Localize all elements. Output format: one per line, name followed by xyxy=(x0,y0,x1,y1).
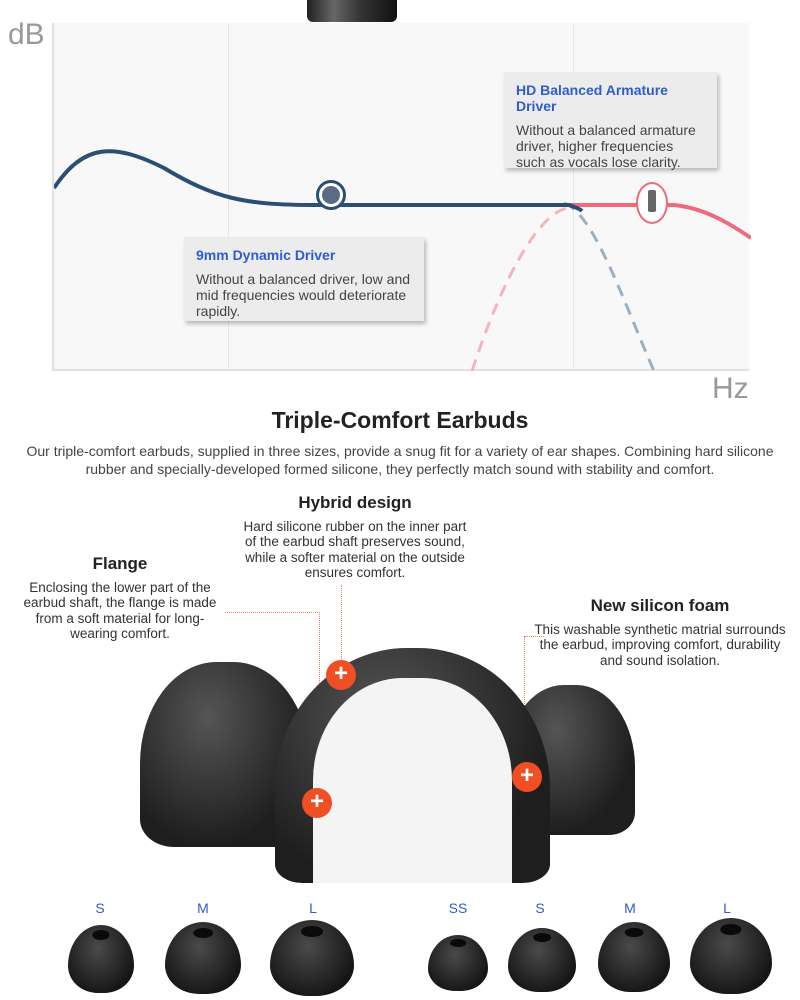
earbud-foam-s-image xyxy=(68,925,134,993)
section-title: Triple-Comfort Earbuds xyxy=(271,407,529,433)
feature-text: This washable synthetic matrial surround… xyxy=(534,621,786,668)
size-label-foam: S xyxy=(95,900,105,916)
feature-flange: Flange Enclosing the lower part of the e… xyxy=(20,554,220,642)
feature-text: Hard silicone rubber on the inner part o… xyxy=(243,518,467,581)
tooltip-title: 9mm Dynamic Driver xyxy=(196,247,336,263)
size-label-silicone: S xyxy=(535,900,545,916)
earbud-silicone-m-image xyxy=(598,922,670,992)
response-curves xyxy=(54,149,751,371)
hybrid-leader-line xyxy=(341,585,342,665)
earbud-foam-m-image xyxy=(165,922,241,994)
foam-leader-line xyxy=(524,636,544,637)
y-axis-label: dB xyxy=(8,18,45,51)
flange-leader-line xyxy=(225,612,320,613)
earbud-silicone-ss-image xyxy=(428,935,488,991)
armature-driver-tooltip: HD Balanced Armature Driver Without a ba… xyxy=(504,72,717,170)
section-intro: Our triple-comfort earbuds, supplied in … xyxy=(26,443,774,477)
armature-dashed-curve xyxy=(470,206,575,371)
tooltip-text: Without a balanced armature driver, high… xyxy=(516,122,696,170)
armature-curve xyxy=(534,203,751,240)
tooltip-text: Without a balanced driver, low and mid f… xyxy=(196,271,411,319)
foam-leader-line xyxy=(524,636,525,766)
size-label-foam: M xyxy=(197,900,209,916)
feature-title: Flange xyxy=(92,554,148,573)
feature-hybrid: Hybrid design Hard silicone rubber on th… xyxy=(240,493,470,581)
size-label-silicone: SS xyxy=(448,900,468,916)
earbud-silicone-s-image xyxy=(508,928,576,992)
dynamic-curve xyxy=(54,149,584,213)
earbud-foam-l-image xyxy=(270,920,354,996)
size-label-silicone: L xyxy=(723,900,731,916)
gridline xyxy=(573,23,574,369)
tooltip-title: HD Balanced Armature Driver xyxy=(516,82,668,114)
feature-title: Hybrid design xyxy=(298,493,412,512)
earphone-plug-image xyxy=(307,0,397,22)
plus-icon[interactable]: + xyxy=(326,660,356,690)
feature-title: New silicon foam xyxy=(590,596,730,615)
dynamic-driver-tooltip: 9mm Dynamic Driver Without a balanced dr… xyxy=(184,237,424,321)
earbud-cross-section-image xyxy=(275,648,550,883)
dynamic-dashed-curve xyxy=(563,201,656,371)
earbud-silicone-l-image xyxy=(690,918,772,994)
feature-foam: New silicon foam This washable synthetic… xyxy=(530,596,790,668)
plus-icon[interactable]: + xyxy=(512,762,542,792)
plus-icon[interactable]: + xyxy=(302,788,332,818)
size-label-silicone: M xyxy=(624,900,636,916)
size-label-foam: L xyxy=(309,900,317,916)
armature-driver-icon xyxy=(636,182,668,224)
x-axis-label: Hz xyxy=(712,372,749,405)
dynamic-driver-icon xyxy=(316,180,346,210)
feature-text: Enclosing the lower part of the earbud s… xyxy=(23,579,217,642)
